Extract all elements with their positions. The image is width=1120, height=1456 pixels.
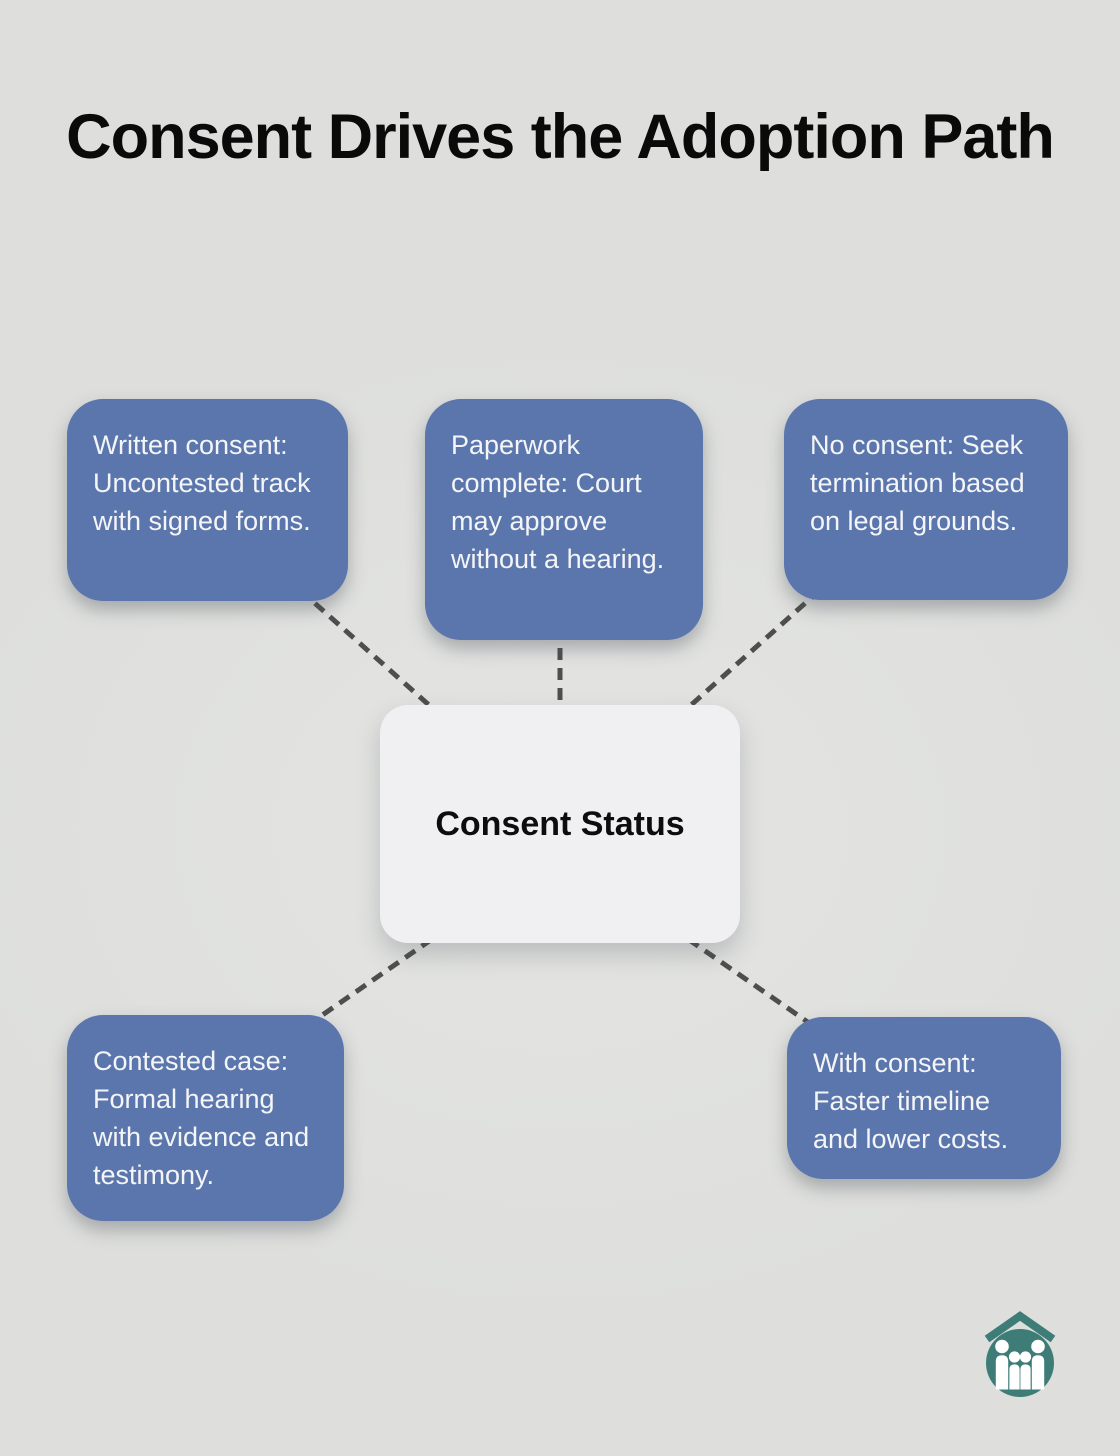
family-home-logo (960, 1300, 1080, 1420)
page-title: Consent Drives the Adoption Path (66, 102, 1055, 172)
family-under-roof-icon (984, 1311, 1056, 1397)
node-top-right: No consent: Seek termination based on le… (784, 399, 1068, 600)
center-node: Consent Status (380, 705, 740, 943)
node-top-right-text: No consent: Seek termination based on le… (810, 430, 1025, 536)
node-bottom-right: With consent: Faster timeline and lower … (787, 1017, 1061, 1179)
node-top-left: Written consent: Uncontested track with … (67, 399, 348, 601)
connector-top-right (670, 588, 822, 724)
family-figures-icon (995, 1339, 1045, 1390)
connector-bottom-left (306, 925, 450, 1028)
node-top-center-text: Paperwork complete: Court may approve wi… (451, 430, 665, 574)
center-node-label: Consent Status (435, 804, 685, 843)
roof-icon (984, 1311, 1056, 1343)
node-top-center: Paperwork complete: Court may approve wi… (425, 399, 703, 640)
node-bottom-left: Contested case: Formal hearing with evid… (67, 1015, 344, 1221)
connector-top-left (298, 588, 450, 724)
node-bottom-left-text: Contested case: Formal hearing with evid… (93, 1046, 310, 1190)
connector-bottom-right (670, 925, 814, 1028)
node-top-left-text: Written consent: Uncontested track with … (93, 430, 311, 536)
node-bottom-right-text: With consent: Faster timeline and lower … (813, 1048, 1009, 1154)
